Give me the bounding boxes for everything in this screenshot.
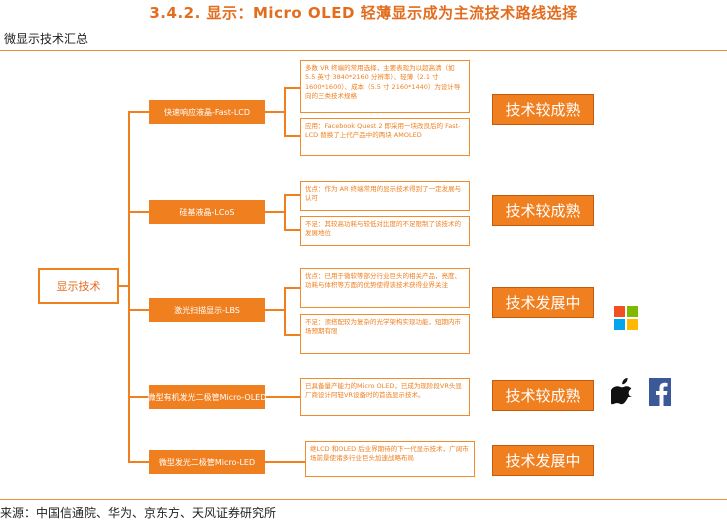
bracket-3-bottom	[284, 334, 300, 336]
desc-fast-lcd-application: 应用：Facebook Quest 2 即采用一块改良后的 Fast-LCD 替…	[300, 118, 470, 156]
bracket-2-top	[284, 194, 300, 196]
microsoft-square-red	[614, 306, 625, 317]
source-note: 来源：中国信通院、华为、京东方、天风证券研究所	[0, 506, 277, 520]
trunk-line	[128, 111, 130, 462]
status-micro-oled: 技术较成熟	[492, 380, 594, 411]
status-lbs: 技术发展中	[492, 287, 594, 318]
bottom-divider	[0, 499, 727, 500]
root-node: 显示技术	[38, 268, 119, 304]
branch-node-micro-led: 微型发光二极管Micro-LED	[149, 450, 265, 474]
bracket-1-vertical	[284, 87, 286, 136]
branch-connector-1	[128, 111, 149, 113]
bracket-3-vertical	[284, 287, 286, 335]
branch-connector-4	[128, 396, 149, 398]
branch-connector-2	[128, 211, 149, 213]
microsoft-square-yellow	[627, 319, 638, 330]
bracket-1-top	[284, 87, 300, 89]
bracket-3-top	[284, 287, 300, 289]
page-heading: 3.4.2. 显示：Micro OLED 轻薄显示成为主流技术路线选择	[149, 4, 578, 22]
bracket-1-bottom	[284, 135, 300, 137]
desc-lbs-cons: 不足：须搭配较为复杂的光学架构实现功能，短期内市场预期有限	[300, 314, 470, 354]
branch-connector-3	[128, 309, 149, 311]
bracket-2-bottom	[284, 229, 300, 231]
bracket-1-stem	[265, 111, 285, 113]
facebook-icon	[649, 378, 671, 406]
status-lcos: 技术较成熟	[492, 195, 594, 226]
branch-node-lcos: 硅基液晶-LCoS	[149, 200, 265, 224]
desc-lbs-pros: 优点：已用于微软等部分行业巨头的相关产品，亮度、功耗与体积等方面的优势使得该技术…	[300, 268, 470, 308]
desc-lcos-cons: 不足：其较高功耗与较低对比度的不足限制了该技术的发展地位	[300, 216, 470, 246]
desc-micro-led: 继LCD 和OLED 后业界期待的下一代显示技术，广阔市场前景使诸多行业巨头加速…	[305, 441, 475, 477]
microsoft-icon	[614, 306, 638, 330]
desc-micro-oled: 已具备量产能力的Micro OLED，已成为现阶段VR头显厂商设计阿轻VR设备时…	[300, 378, 470, 416]
microsoft-square-green	[627, 306, 638, 317]
bracket-5-stem	[265, 461, 305, 463]
bracket-3-stem	[265, 309, 285, 311]
apple-icon	[610, 377, 636, 407]
branch-node-lbs: 激光扫描显示-LBS	[149, 298, 265, 322]
status-micro-led: 技术发展中	[492, 445, 594, 476]
desc-lcos-pros: 优点：作为 AR 终端常用的显示技术得到了一定发展与认可	[300, 181, 470, 211]
status-fast-lcd: 技术较成熟	[492, 94, 594, 125]
bracket-2-stem	[265, 211, 285, 213]
microsoft-square-blue	[614, 319, 625, 330]
bracket-4-stem	[265, 396, 300, 398]
branch-node-micro-oled: 微型有机发光二极管Micro-OLED	[148, 385, 266, 409]
root-connector	[119, 285, 129, 287]
top-divider	[0, 50, 727, 51]
branch-connector-5	[128, 461, 149, 463]
desc-fast-lcd-specs: 多数 VR 终端的常用选择，主要表现为以超高清（如 5.5 英寸 3840*21…	[300, 60, 470, 113]
page-subheading: 微显示技术汇总	[4, 32, 89, 46]
bracket-2-vertical	[284, 194, 286, 230]
branch-node-fast-lcd: 快速响应液晶-Fast-LCD	[149, 100, 265, 124]
